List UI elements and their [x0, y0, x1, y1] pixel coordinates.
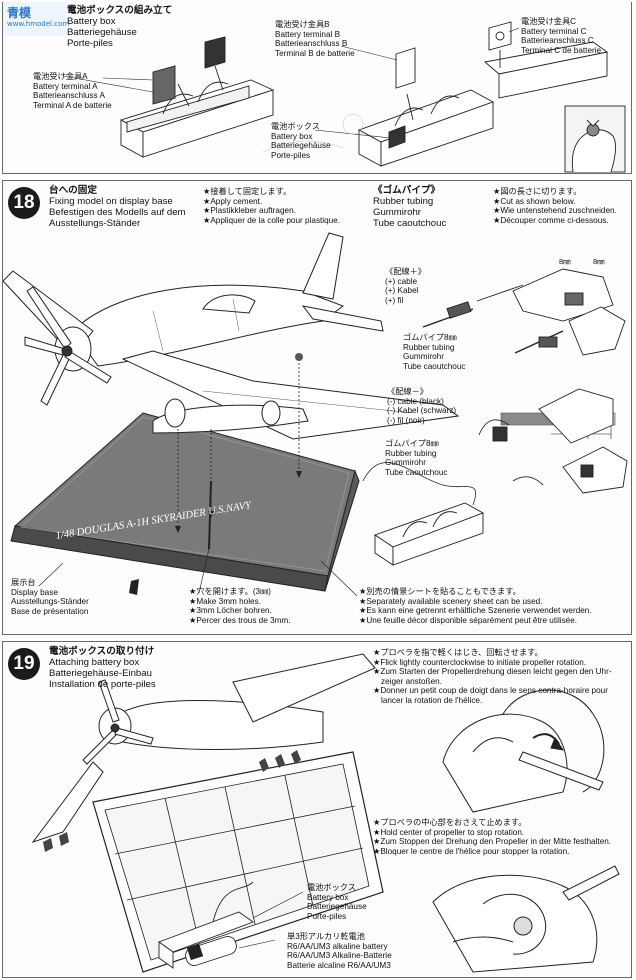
- step-18-panel: 18 台への固定 Fixing model on display base Be…: [2, 180, 632, 635]
- step-19-number-badge: 19: [8, 648, 40, 680]
- battery-box-label: 電池ボックス Battery box Batteriegehäuse Porte…: [271, 122, 331, 160]
- step-19-panel: 19 電池ボックスの取り付け Attaching battery box Bat…: [2, 641, 632, 978]
- minus-cable-label: 《配線－》 (-) cable (black) (-) Kabel (schwa…: [387, 387, 457, 425]
- dimension-label-2: 8㎜: [593, 257, 605, 266]
- watermark-text: 青模: [7, 6, 32, 20]
- terminal-c-label: 電池受け金具C Battery terminal C Batterieansch…: [521, 17, 602, 55]
- flick-propeller-note: ★プロペラを指で軽くはじき、回転させます。 ★Flick lightly cou…: [373, 648, 612, 705]
- watermark-url: www.hmodel.com: [7, 20, 70, 28]
- watermark-logo: 青模 www.hmodel.com: [3, 2, 70, 36]
- plus-cable-label: 《配線＋》 (+) cable (+) Kabel (+) fil: [385, 267, 426, 305]
- battery-box-label-19: 電池ボックス Battery box Batteriegehäuse Porte…: [307, 883, 367, 921]
- step-17-panel: 青模 www.hmodel.com 電池ボックスの組み立て Battery bo…: [2, 2, 632, 174]
- aa-battery-label: 単3形アルカリ乾電池 R6/AA/UM3 alkaline battery R6…: [287, 932, 392, 970]
- cut-note: ★図の長さに切ります。 ★Cut as shown below. ★Wie un…: [493, 187, 617, 225]
- step-17-illustration: [62, 21, 626, 173]
- dimension-label-1: 8㎜: [559, 257, 571, 266]
- cement-note: ★接着して固定します。 ★Apply cement. ★Plastikklebe…: [203, 187, 341, 225]
- step-19-illustration: [31, 653, 620, 973]
- rubber-tubing-header: 《ゴムパイプ》 Rubber tubing Gummirohr Tube cao…: [373, 185, 447, 229]
- rubber-tubing-label-1: ゴムパイプ8㎜ Rubber tubing Gummirohr Tube cao…: [403, 333, 466, 371]
- terminal-b-label: 電池受け金具B Battery terminal B Batterieansch…: [275, 20, 355, 58]
- step-18-title: 台への固定 Fixing model on display base Befes…: [49, 185, 186, 229]
- step-18-illustration: [3, 232, 628, 597]
- scenery-note: ★別売の情景シートを貼ることもできます。 ★Separately availab…: [359, 587, 592, 625]
- step-18-number-badge: 18: [8, 187, 40, 219]
- rubber-tubing-label-2: ゴムパイプ8㎜ Rubber tubing Gummirohr Tube cao…: [385, 439, 448, 477]
- step-17-title: 電池ボックスの組み立て Battery box Batteriegehäuse …: [67, 5, 173, 49]
- step-19-title: 電池ボックスの取り付け Attaching battery box Batter…: [49, 646, 156, 690]
- display-base-label: 展示台 Display base Ausstellungs-Ständer Ba…: [11, 578, 89, 616]
- terminal-a-label: 電池受け金具A Battery terminal A Batterieansch…: [33, 72, 112, 110]
- holes-note: ★穴を開けます。(3㎜) ★Make 3mm holes. ★3mm Löche…: [189, 587, 291, 625]
- hold-propeller-note: ★プロペラの中心部をおさえて止めます。 ★Hold center of prop…: [373, 818, 612, 856]
